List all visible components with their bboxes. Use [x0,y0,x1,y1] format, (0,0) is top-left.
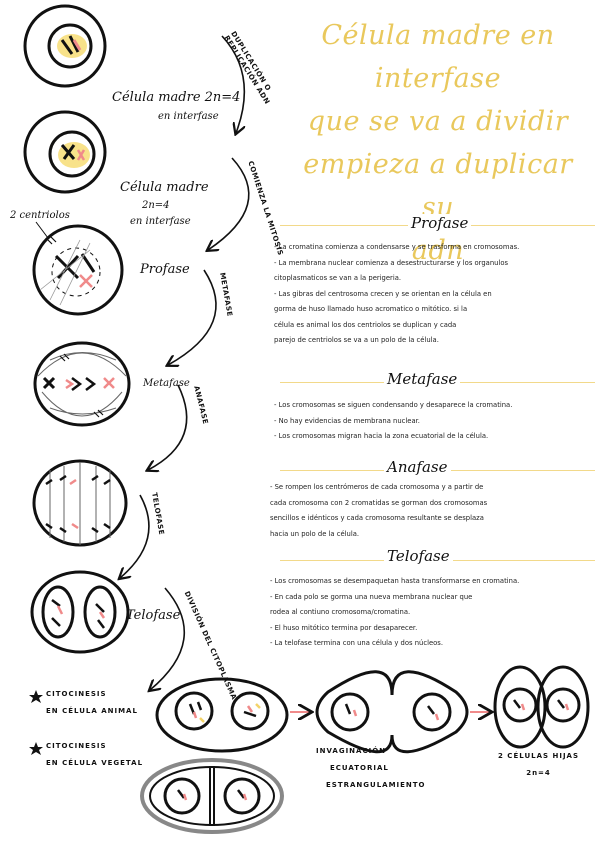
profase-label: Profase [140,262,190,277]
profase-notes: - La cromatina comienza a condensarse y … [274,243,520,344]
star-icon [29,690,43,703]
cell-anaphase [32,459,128,547]
cito-vegetal-label: CITOCINESIS EN CÉLULA VEGETAL [46,742,144,767]
metafase-heading: Metafase [384,370,461,388]
invaginacion-label: INVAGINACIÓN ECUATORIAL ESTRANGULAMIENTO [316,747,426,789]
anafase-notes: - Se rompen los centrómeros de cada crom… [270,483,488,538]
centriolos-label: 2 centriolos [10,210,70,221]
cell1-sub: en interfase [158,111,219,122]
cytokinesis-animal-1 [155,677,289,753]
cell2-sub: en interfase [130,216,191,227]
cell-prophase [32,224,124,316]
cell-interphase-1 [23,4,107,88]
cell1-label: Célula madre 2n=4 [112,90,241,105]
cell2-n: 2n=4 [142,200,170,211]
cell-metaphase [33,341,131,427]
metafase-notes: - Los cromosomas se siguen condensando y… [274,401,513,440]
arrow-6 [150,587,186,690]
metafase-label: Metafase [143,378,190,389]
centriolos-pointer [35,221,49,239]
cell2-label: Célula madre [120,180,209,195]
star-icon [29,742,43,755]
hijas-label: 2 CÉLULAS HIJAS 2n=4 [498,752,580,777]
cell-telophase [30,570,130,654]
telofase-notes: - Los cromosomas se desempaquetan hasta … [270,577,520,647]
cell-interphase-2 [23,110,107,194]
arrow-5 [120,494,150,578]
cytokinesis-animal-2 [315,670,469,754]
daughter-cells [493,665,590,749]
telofase-heading: Telofase [384,547,453,565]
arrow-4 [148,384,188,470]
cytokinesis-plant [140,758,284,834]
cito-animal-label: CITOCINESIS EN CÉLULA ANIMAL [46,690,138,715]
arrow-3 [168,269,217,365]
anafase-heading: Anafase [384,458,451,476]
arrow-2 [208,157,250,250]
telofase-label: Telofase [126,608,181,623]
arrow-1 [221,35,244,133]
page-title: Célula madre en interfase que se va a di… [303,20,573,266]
profase-heading: Profase [408,214,472,232]
